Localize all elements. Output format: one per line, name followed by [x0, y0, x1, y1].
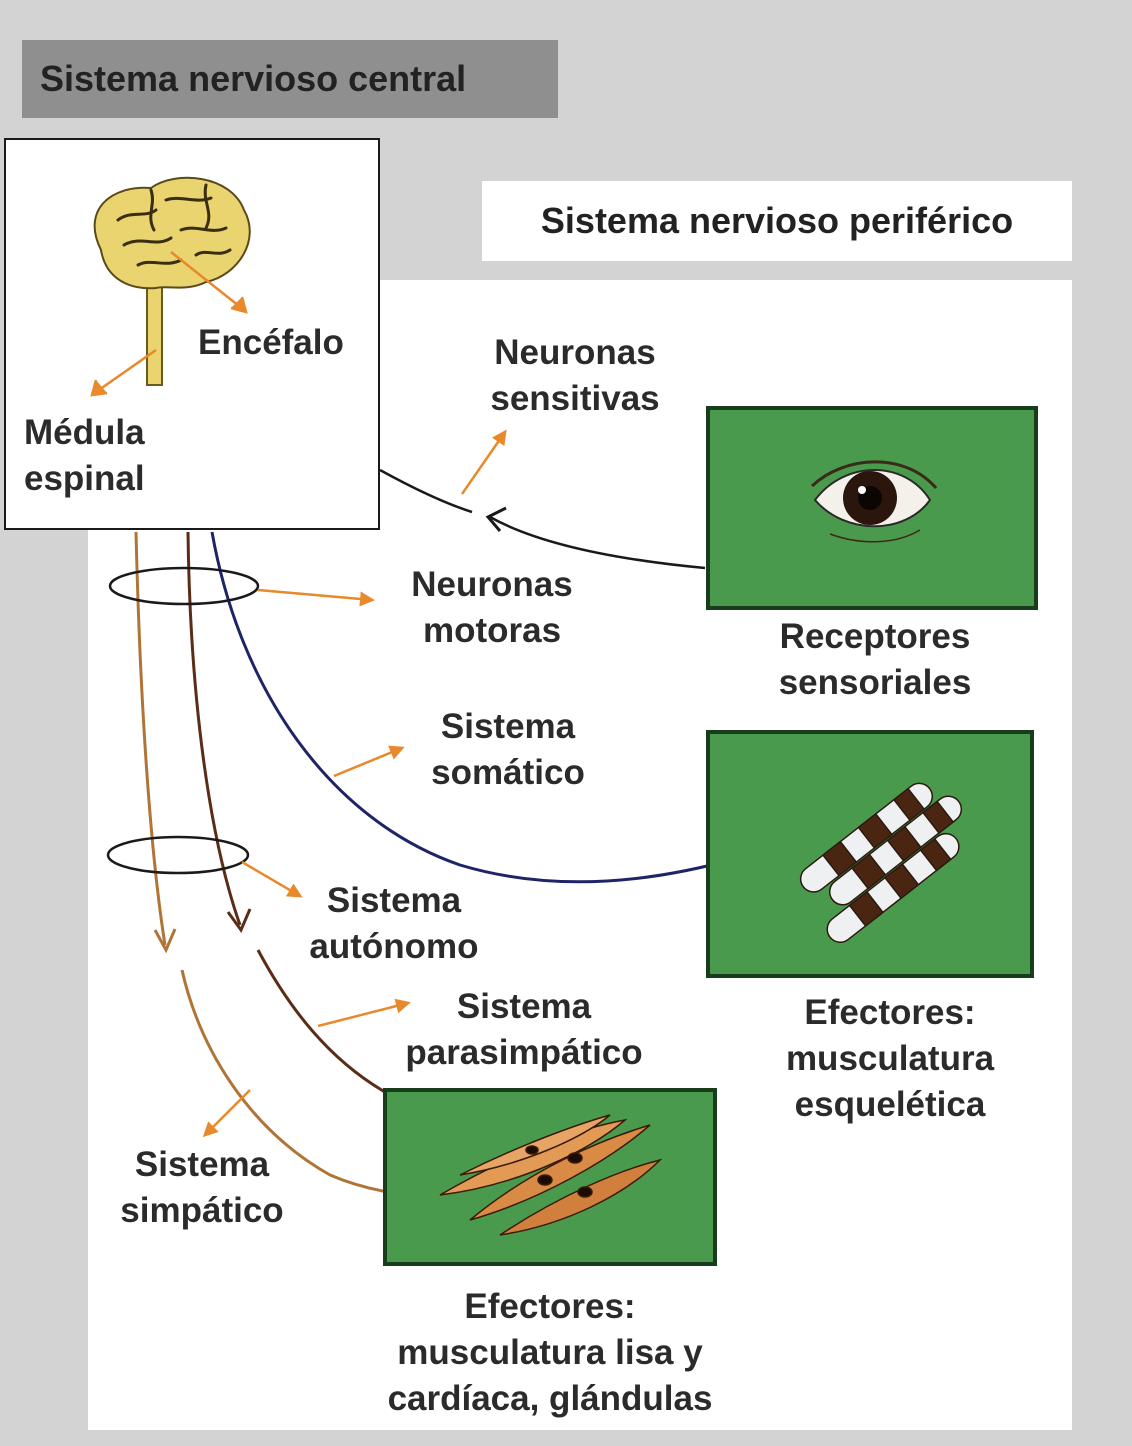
cns-header: Sistema nervioso central	[22, 40, 558, 118]
label-neuronas-motoras: Neuronas motoras	[411, 565, 573, 650]
sensory-pathway	[379, 468, 473, 514]
sympathetic-arrowhead	[153, 928, 177, 954]
pointer-neuronas-sensitivas	[460, 429, 507, 495]
label-efectores-lisa: Efectores: musculatura lisa y cardíaca, …	[387, 1287, 713, 1418]
parasympathetic-arrowhead	[226, 908, 252, 934]
autonomic-ellipse	[106, 835, 250, 875]
label-sistema-somatico: Sistema somático	[431, 707, 585, 792]
pointer-sistema-simpatico	[202, 1089, 251, 1138]
parasympathetic-pathway-upper	[186, 531, 242, 926]
smooth-muscle-icon	[439, 1114, 663, 1236]
pointer-arrows	[202, 429, 507, 1138]
brain-icon	[90, 176, 251, 397]
label-medula-espinal: Médula espinal	[24, 413, 145, 498]
pns-header: Sistema nervioso periférico	[482, 181, 1072, 261]
label-encefalo: Encéfalo	[198, 323, 344, 362]
skeletal-muscle-icon	[799, 782, 963, 943]
sensory-pathway-arrow	[489, 515, 706, 570]
somatic-pathway	[210, 531, 739, 884]
label-sistema-simpatico: Sistema simpático	[120, 1145, 284, 1230]
eye-icon	[810, 460, 938, 543]
label-sistema-autonomo: Sistema autónomo	[309, 881, 479, 966]
motor-neurons-ellipse	[108, 566, 260, 606]
cns-box	[4, 138, 380, 530]
label-neuronas-sensitivas: Neuronas sensitivas	[490, 333, 660, 418]
label-efectores-esqueletica: Efectores: musculatura esquelética	[785, 993, 995, 1124]
pointer-sistema-parasimpatico	[317, 998, 411, 1028]
skeletal-muscle-panel	[706, 730, 1034, 978]
receptors-panel	[706, 406, 1038, 610]
smooth-muscle-panel	[383, 1088, 717, 1266]
label-sistema-parasimpatico: Sistema parasimpático	[405, 987, 643, 1072]
pointer-sistema-somatico	[333, 745, 405, 778]
pointer-neuronas-motoras	[257, 588, 375, 607]
sensory-arrowhead	[485, 506, 507, 532]
label-receptores-sensoriales: Receptores sensoriales	[778, 617, 972, 702]
pointer-sistema-autonomo	[241, 860, 303, 898]
